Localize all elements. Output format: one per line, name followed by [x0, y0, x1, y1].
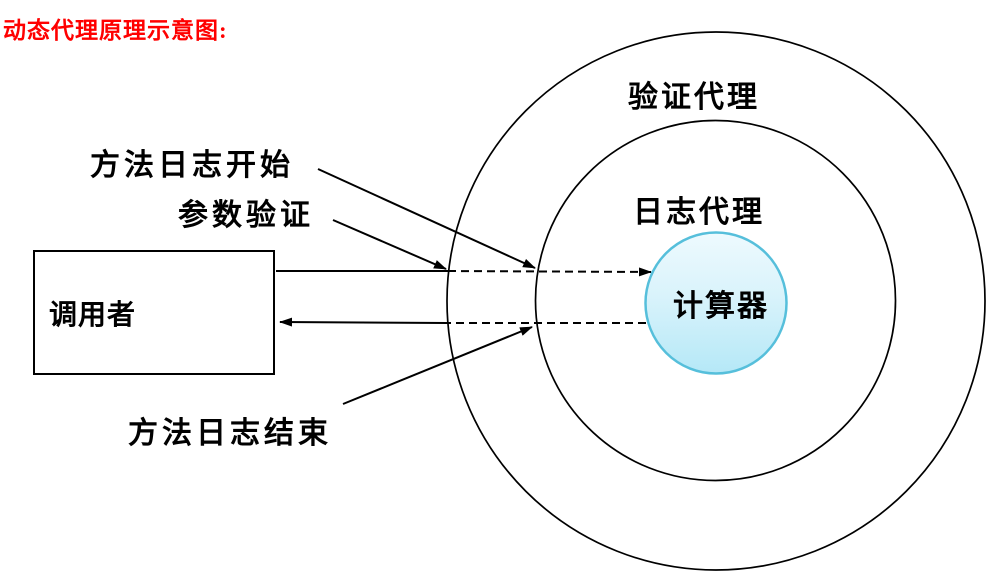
caller-box-label: 调用者	[49, 298, 137, 330]
page-title: 动态代理原理示意图:	[3, 18, 228, 43]
core-circle	[644, 231, 788, 375]
label-param-validation: 参数验证	[178, 199, 314, 232]
label-validation-proxy: 验证代理	[628, 81, 760, 114]
inner-ring-circle	[534, 119, 897, 482]
core-label: 计算器	[673, 290, 769, 323]
method-log-end-arrow	[342, 326, 533, 405]
label-method-log-end: 方法日志结束	[128, 417, 332, 450]
param-validation-arrow	[332, 219, 447, 270]
outer-ring-circle	[446, 31, 986, 571]
caller-box: 调用者	[33, 250, 275, 375]
method-log-start-arrow	[317, 168, 536, 269]
core-label-wrap: 计算器	[645, 232, 787, 374]
label-method-log-start: 方法日志开始	[90, 149, 294, 182]
request-line-dashed	[447, 267, 652, 277]
return-line-solid	[279, 317, 448, 327]
label-logging-proxy: 日志代理	[633, 196, 765, 229]
